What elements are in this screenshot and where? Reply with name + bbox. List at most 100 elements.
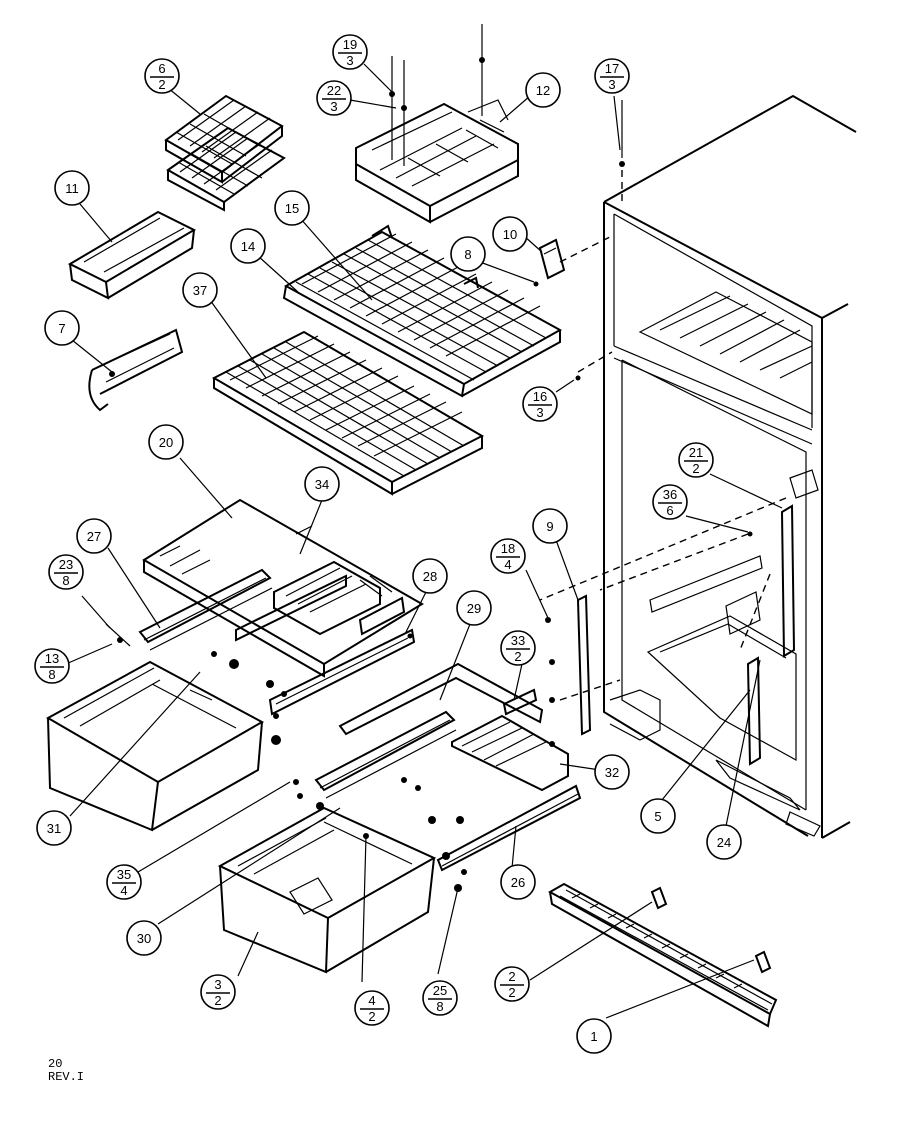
callout-quantity: 3 — [346, 53, 353, 68]
callout-quantity: 6 — [666, 503, 673, 518]
callout-37: 37 — [182, 272, 218, 308]
callout-part-number: 28 — [423, 569, 437, 584]
toe-grille — [547, 882, 778, 1028]
callout-12: 12 — [525, 72, 561, 108]
cabinet — [539, 94, 857, 839]
callout-labels: 6219322312173111514108377163202123436627… — [34, 34, 742, 1054]
callout-18-4: 184 — [490, 538, 526, 574]
callout-part-number: 12 — [536, 83, 550, 98]
callout-part-number: 34 — [315, 477, 329, 492]
callout-15: 15 — [274, 190, 310, 226]
callout-circle — [594, 754, 630, 790]
revision-label: REV.I — [48, 1070, 85, 1084]
callout-part-number: 17 — [605, 61, 619, 76]
callout-circle — [594, 58, 630, 94]
callout-19-3: 193 — [332, 34, 368, 70]
callout-quantity: 2 — [368, 1009, 375, 1024]
callout-quantity: 8 — [48, 667, 55, 682]
control-box — [538, 238, 566, 280]
fresh-food-shelf — [211, 330, 485, 496]
callout-part-number: 15 — [285, 201, 299, 216]
callout-part-number: 21 — [689, 445, 703, 460]
callout-circle — [126, 920, 162, 956]
callout-part-number: 16 — [533, 389, 547, 404]
callout-20: 20 — [148, 424, 184, 460]
callout-16-3: 163 — [522, 386, 558, 422]
callout-30: 30 — [126, 920, 162, 956]
callout-circle — [354, 990, 390, 1026]
callout-22-3: 223 — [316, 80, 352, 116]
callout-circle — [144, 58, 180, 94]
callout-part-number: 37 — [193, 283, 207, 298]
callout-part-number: 14 — [241, 239, 255, 254]
callout-circle — [456, 590, 492, 626]
callout-circle — [36, 810, 72, 846]
callout-quantity: 2 — [508, 985, 515, 1000]
callout-circle — [48, 554, 84, 590]
callout-quantity: 4 — [120, 883, 127, 898]
callout-circle — [34, 648, 70, 684]
crisper-drawer-left — [45, 660, 265, 832]
callout-17-3: 173 — [594, 58, 630, 94]
callout-26: 26 — [500, 864, 536, 900]
callout-quantity: 2 — [158, 77, 165, 92]
callout-part-number: 13 — [45, 651, 59, 666]
callout-25-8: 258 — [422, 980, 458, 1016]
callout-circle — [525, 72, 561, 108]
ice-maker-bracket — [355, 24, 519, 224]
callout-part-number: 36 — [663, 487, 677, 502]
callout-34: 34 — [304, 466, 340, 502]
callout-circle — [54, 170, 90, 206]
crisper-rails-right — [293, 100, 753, 892]
callout-circle — [450, 236, 486, 272]
freezer-shelf — [282, 224, 563, 398]
callout-8: 8 — [450, 236, 486, 272]
callout-part-number: 33 — [511, 633, 525, 648]
callout-7: 7 — [44, 310, 80, 346]
callout-part-number: 35 — [117, 867, 131, 882]
crisper-cover — [142, 498, 424, 678]
callout-part-number: 24 — [717, 835, 731, 850]
callout-6-2: 62 — [144, 58, 180, 94]
callout-part-number: 18 — [501, 541, 515, 556]
callout-circle — [500, 864, 536, 900]
callout-quantity: 2 — [514, 649, 521, 664]
callout-1: 1 — [576, 1018, 612, 1054]
callout-circle — [494, 966, 530, 1002]
callout-quantity: 3 — [608, 77, 615, 92]
callout-5: 5 — [640, 798, 676, 834]
callout-circle — [412, 558, 448, 594]
callout-circle — [106, 864, 142, 900]
callout-part-number: 32 — [605, 765, 619, 780]
crisper-rails — [105, 560, 416, 745]
callout-quantity: 3 — [536, 405, 543, 420]
callout-quantity: 8 — [62, 573, 69, 588]
callout-circle — [274, 190, 310, 226]
callout-part-number: 11 — [65, 181, 79, 196]
callout-quantity: 2 — [692, 461, 699, 476]
callout-circle — [490, 538, 526, 574]
callout-27: 27 — [76, 518, 112, 554]
callout-14: 14 — [230, 228, 266, 264]
callout-circle — [492, 216, 528, 252]
callout-2-2: 22 — [494, 966, 530, 1002]
callout-part-number: 19 — [343, 37, 357, 52]
callout-part-number: 23 — [59, 557, 73, 572]
callout-part-number: 5 — [654, 809, 661, 824]
callout-part-number: 1 — [590, 1029, 597, 1044]
callout-13-8: 138 — [34, 648, 70, 684]
callout-circle — [576, 1018, 612, 1054]
callout-part-number: 29 — [467, 601, 481, 616]
callout-part-number: 9 — [546, 519, 553, 534]
callout-part-number: 10 — [503, 227, 517, 242]
callout-circle — [422, 980, 458, 1016]
callout-part-number: 2 — [508, 969, 515, 984]
callout-circle — [522, 386, 558, 422]
callout-circle — [148, 424, 184, 460]
callout-part-number: 6 — [158, 61, 165, 76]
callout-23-8: 238 — [48, 554, 84, 590]
callout-33-2: 332 — [500, 630, 536, 666]
callout-part-number: 7 — [58, 321, 65, 336]
